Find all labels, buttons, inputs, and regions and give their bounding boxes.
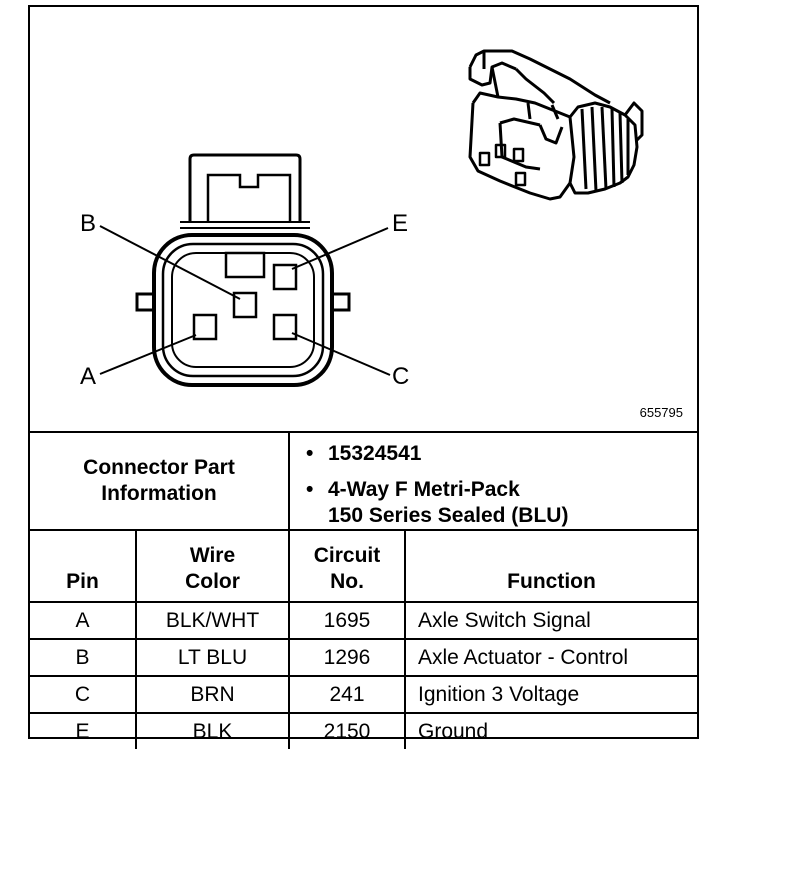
connector-info-label: Connector Part Information	[30, 431, 290, 531]
connector-table: Connector Part Information •15324541 •4-…	[30, 431, 698, 749]
circuit-cell: 241	[288, 675, 406, 714]
connector-info-label-line2: Information	[101, 482, 217, 505]
table-row: C BRN 241 Ignition 3 Voltage	[30, 675, 698, 714]
circuit-cell: 1296	[288, 638, 406, 677]
connector-sheet: B E A C 655795 Connector Part Informatio…	[28, 5, 699, 749]
wire-color-cell: BLK/WHT	[135, 601, 290, 640]
leader-line-e	[291, 227, 389, 270]
connector-body-inner	[161, 242, 325, 378]
pin-label-c: C	[392, 363, 410, 390]
header-function: Function	[403, 529, 698, 603]
pin-cavity-b	[232, 291, 258, 319]
table-row: A BLK/WHT 1695 Axle Switch Signal	[30, 601, 698, 640]
connector-diagram: B E A C 655795	[30, 7, 697, 431]
pin-cell: E	[30, 712, 137, 749]
leader-line-a	[99, 334, 197, 375]
function-cell: Axle Actuator - Control	[403, 638, 698, 677]
function-cell: Ignition 3 Voltage	[403, 675, 698, 714]
figure-number: 655795	[639, 405, 683, 420]
pin-label-a: A	[80, 363, 97, 390]
table-row: B LT BLU 1296 Axle Actuator - Control	[30, 638, 698, 677]
part-number: •15324541	[306, 442, 422, 465]
connector-side-tab-right	[330, 292, 351, 312]
header-pin: Pin	[30, 529, 137, 603]
pin-label-b: B	[80, 210, 97, 237]
connector-latch	[188, 153, 302, 222]
connector-key	[224, 251, 266, 279]
wire-color-cell: BRN	[135, 675, 290, 714]
table-row: E BLK 2150 Ground	[30, 712, 698, 749]
function-cell: Ground	[403, 712, 698, 749]
table-header-row: Pin Wire Color Circuit No. Function	[30, 529, 698, 603]
leader-line-c	[291, 332, 391, 376]
connector-perspective-view	[468, 49, 644, 201]
pin-cavity-e	[272, 263, 298, 291]
circuit-cell: 2150	[288, 712, 406, 749]
connector-info-details: •15324541 •4-Way F Metri-Pack 150 Series…	[287, 431, 698, 531]
connector-info-row: Connector Part Information •15324541 •4-…	[30, 431, 698, 531]
pin-cavity-c	[272, 313, 298, 341]
function-cell: Axle Switch Signal	[403, 601, 698, 640]
connector-side-tab-left	[135, 292, 156, 312]
pin-cell: C	[30, 675, 137, 714]
circuit-cell: 1695	[288, 601, 406, 640]
header-wire-color: Wire Color	[135, 529, 290, 603]
pin-label-e: E	[392, 210, 409, 237]
connector-description: •4-Way F Metri-Pack	[306, 478, 520, 501]
header-circuit: Circuit No.	[288, 529, 406, 603]
pin-cell: A	[30, 601, 137, 640]
connector-description-line2: 150 Series Sealed (BLU)	[328, 504, 569, 527]
pin-cavity-a	[192, 313, 218, 341]
connector-face-drawing	[99, 49, 644, 387]
wire-color-cell: BLK	[135, 712, 290, 749]
pin-cell: B	[30, 638, 137, 677]
wire-color-cell: LT BLU	[135, 638, 290, 677]
leader-line-b	[99, 225, 241, 300]
connector-info-label-line1: Connector Part	[83, 456, 235, 479]
